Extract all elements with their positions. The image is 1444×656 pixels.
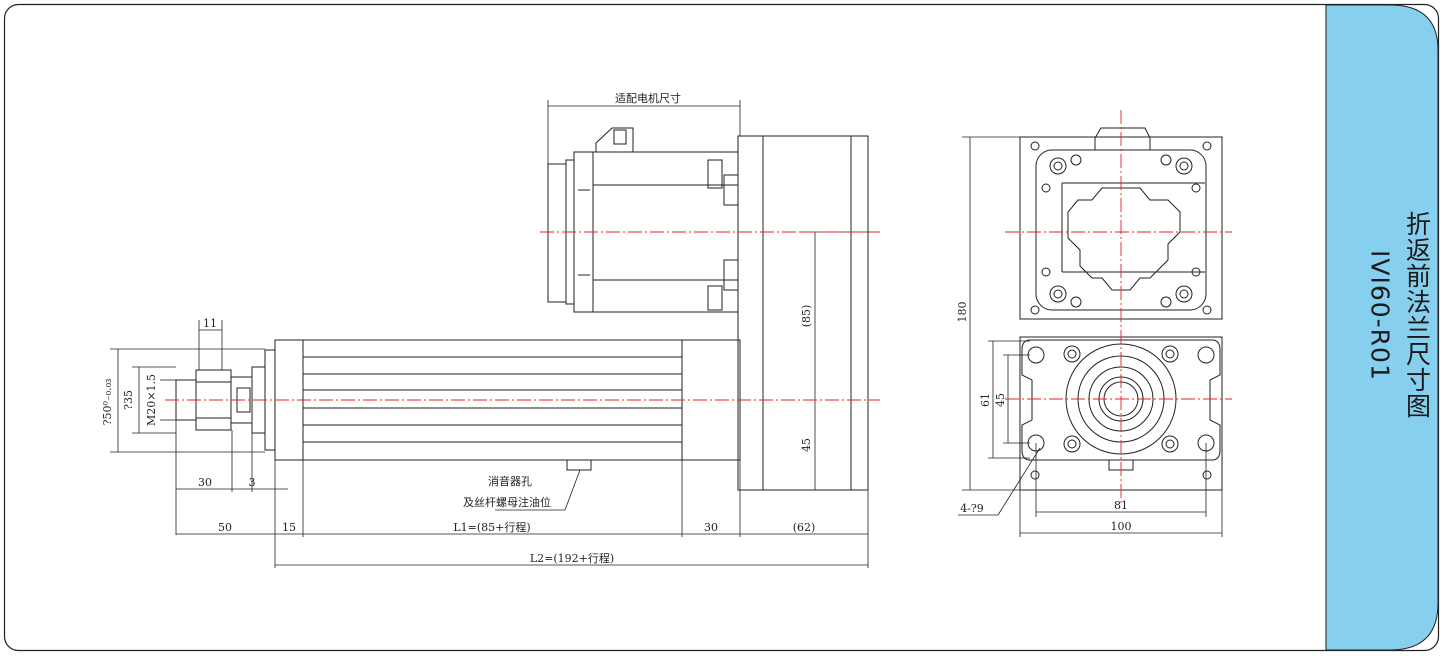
dim-11: 11	[203, 317, 217, 330]
title-panel-text: 折返前法兰尺寸图 IVI60-R01	[1360, 150, 1440, 480]
title-panel	[1325, 4, 1439, 651]
model-number: IVI60-R01	[1365, 249, 1395, 381]
end-dimensions	[958, 136, 1223, 537]
dim-61: 61	[979, 393, 992, 407]
muffler-note-1: 消音器孔	[488, 474, 532, 488]
muffler-note-2: 及丝杆螺母注油位	[463, 495, 551, 509]
dim-50-tol: ?50⁰₋₀.₀₃	[101, 379, 114, 426]
motor-size-label: 适配电机尺寸	[615, 91, 681, 105]
cylinder-body	[251, 339, 741, 471]
dim-35: ?35	[122, 390, 135, 410]
dim-100: 100	[1111, 520, 1132, 533]
dim-180: 180	[956, 302, 969, 323]
dim-50: 50	[218, 521, 232, 534]
center-lines	[165, 110, 1232, 505]
hole-note: 4-?9	[960, 502, 984, 515]
dim-L2: L2=(192+行程)	[530, 552, 614, 565]
dim-30-rod: 30	[198, 476, 212, 489]
dim-81: 81	[1114, 499, 1128, 512]
side-dimensions	[110, 100, 880, 568]
dim-85: (85)	[800, 305, 813, 328]
dim-45-side: 45	[800, 438, 813, 452]
dim-thread: M20×1.5	[145, 374, 158, 426]
title-cn: 折返前法兰尺寸图	[1402, 211, 1432, 419]
dim-62: (62)	[793, 521, 816, 534]
dim-45-end: 45	[994, 393, 1007, 407]
dim-3: 3	[249, 476, 256, 489]
motor-body	[547, 127, 739, 313]
dim-L1: L1=(85+行程)	[453, 521, 530, 534]
frame-border	[3, 3, 1440, 652]
dim-15: 15	[282, 521, 296, 534]
dim-30-end: 30	[704, 521, 718, 534]
